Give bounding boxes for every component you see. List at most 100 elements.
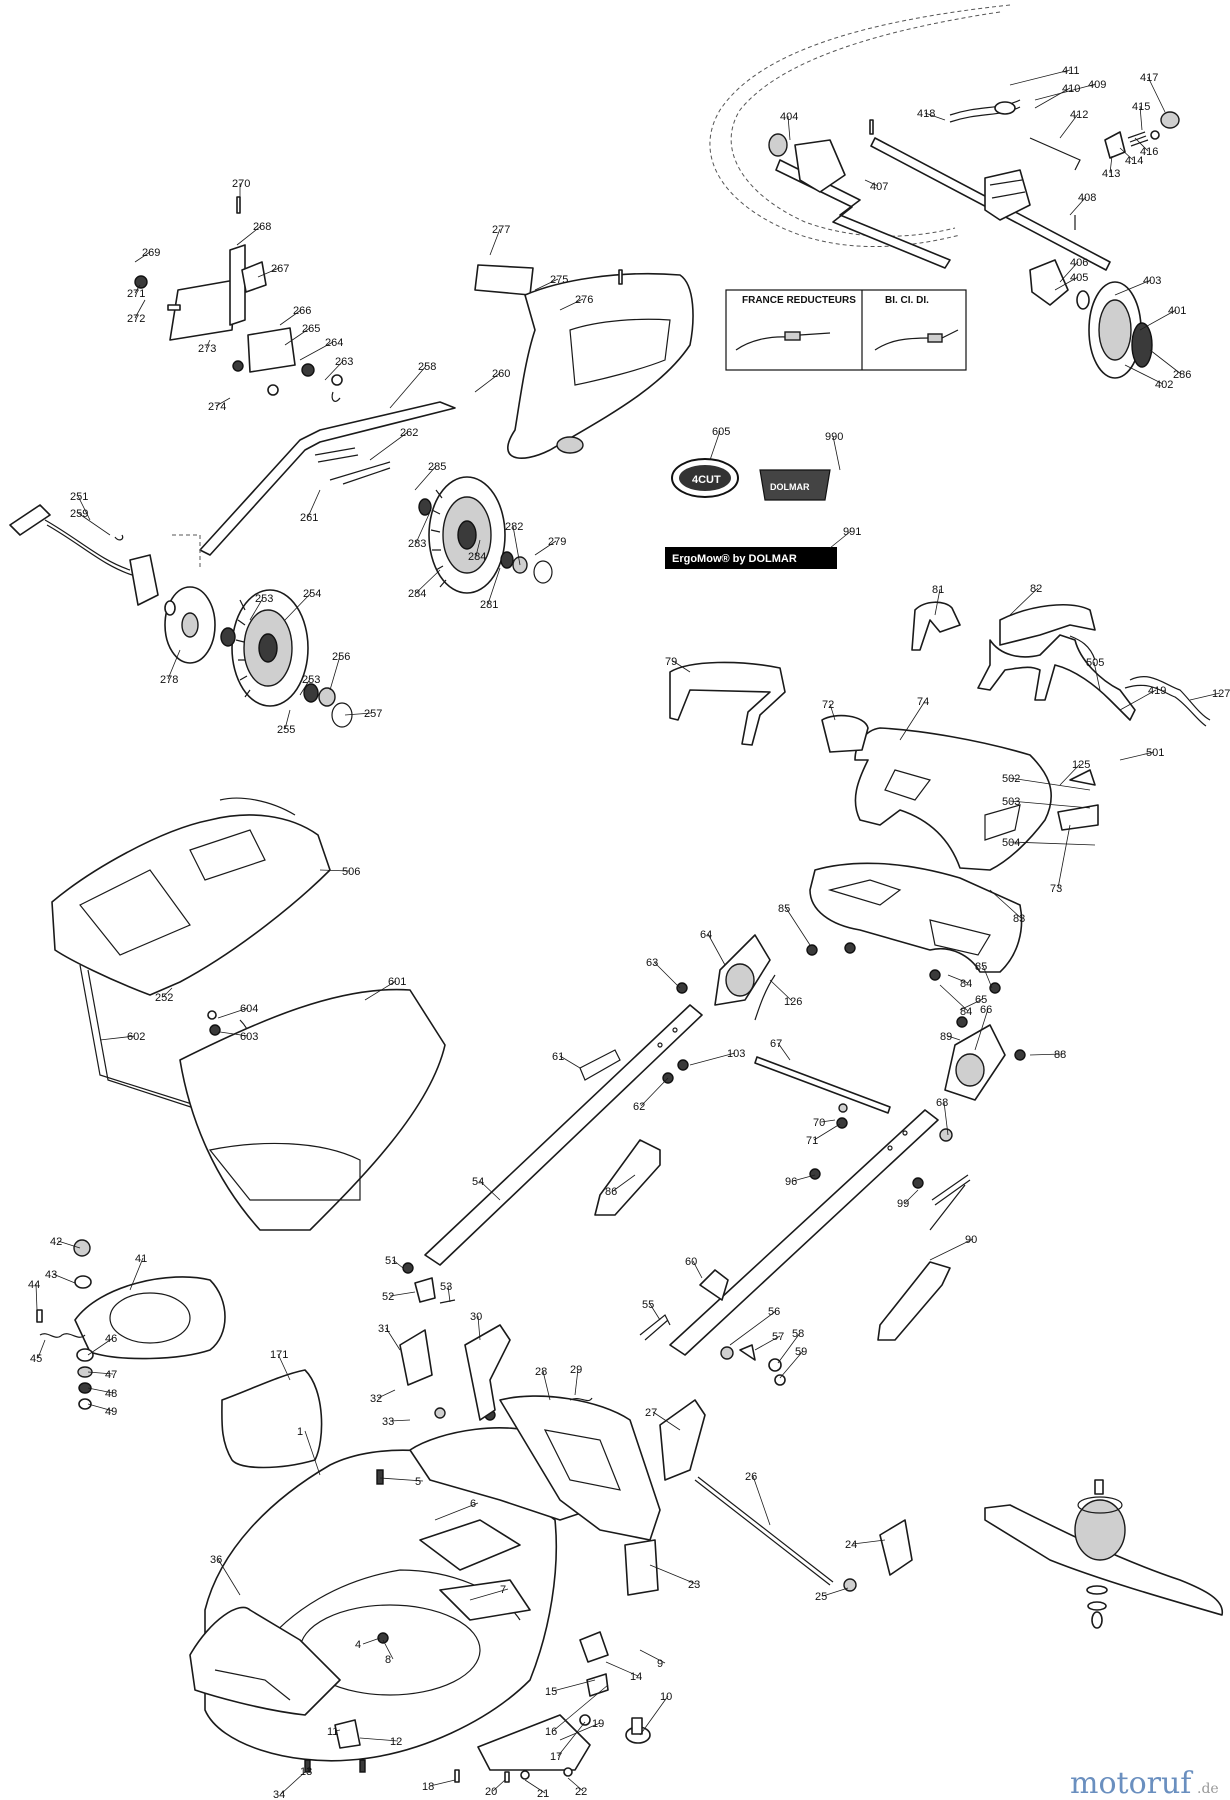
- part-callout: 83: [1013, 913, 1025, 925]
- callout-leader: [377, 1389, 396, 1399]
- part-callout: 415: [1132, 101, 1150, 113]
- callout-leader: [534, 540, 557, 556]
- part-callout: 276: [575, 294, 593, 306]
- callout-leader: [1009, 800, 1091, 809]
- callout-leader: [829, 703, 836, 721]
- part-callout: 275: [550, 274, 568, 286]
- callout-leader: [487, 567, 501, 605]
- part-callout: 268: [253, 221, 271, 233]
- blade-assembly: [984, 1479, 1223, 1629]
- callout-leader: [1119, 751, 1155, 761]
- callout-leader: [477, 1315, 481, 1341]
- part-callout: 88: [1054, 1049, 1066, 1061]
- rear-axle-rod: [694, 1476, 913, 1592]
- part-callout: 273: [198, 343, 216, 355]
- part-callout: 266: [293, 305, 311, 317]
- part-callout: 252: [155, 992, 173, 1004]
- part-callout: 59: [795, 1346, 807, 1358]
- part-callout: 5: [415, 1476, 421, 1488]
- part-callout: 85: [975, 961, 987, 973]
- callout-leader: [217, 1558, 241, 1596]
- part-callout: 73: [1050, 883, 1062, 895]
- part-callout: 271: [127, 288, 145, 300]
- part-callout: 43: [45, 1269, 57, 1281]
- callout-leader: [707, 933, 726, 966]
- callout-leader: [52, 1273, 76, 1284]
- part-callout: 501: [1146, 747, 1164, 759]
- part-callout: 286: [1173, 369, 1191, 381]
- part-callout: 25: [815, 1591, 827, 1603]
- callout-leader: [215, 397, 231, 407]
- callout-leader: [392, 1259, 404, 1269]
- callout-leader: [385, 1327, 401, 1351]
- part-callout: 89: [940, 1031, 952, 1043]
- callout-leader: [319, 869, 351, 872]
- grass-collector: [51, 797, 446, 1231]
- part-callout: 49: [105, 1406, 117, 1418]
- part-callout: 61: [552, 1051, 564, 1063]
- part-callout: 42: [50, 1236, 62, 1248]
- callout-leader: [1059, 763, 1081, 786]
- part-callout: 31: [378, 1323, 390, 1335]
- callout-leader: [299, 678, 311, 696]
- part-callout: 171: [270, 1349, 288, 1361]
- part-callout: 284: [468, 551, 486, 563]
- callout-leader: [277, 1353, 291, 1381]
- part-callout: 6: [470, 1498, 476, 1510]
- console-frame: [806, 862, 1023, 994]
- part-callout: 8: [385, 1654, 391, 1666]
- callout-leader: [542, 1370, 551, 1401]
- callout-leader: [236, 225, 262, 246]
- side-deflector: [221, 1369, 323, 1469]
- callout-leader: [639, 1649, 666, 1664]
- part-callout: 601: [388, 976, 406, 988]
- callout-leader: [469, 1588, 509, 1601]
- part-callout: 96: [785, 1176, 797, 1188]
- part-callout: 411: [1062, 65, 1080, 77]
- part-callout: 29: [570, 1364, 582, 1376]
- part-callout: 81: [932, 584, 944, 596]
- callout-leader: [344, 712, 373, 716]
- part-callout: 22: [575, 1786, 587, 1798]
- callout-leader: [1057, 824, 1071, 889]
- part-callout: 33: [382, 1416, 394, 1428]
- cable-251: [9, 504, 159, 606]
- part-callout: 281: [480, 599, 498, 611]
- part-callout: 270: [232, 178, 250, 190]
- watermark-suffix: .de: [1197, 1781, 1219, 1797]
- part-callout: 419: [1148, 685, 1166, 697]
- callout-leader: [1139, 105, 1143, 131]
- part-callout: 605: [712, 426, 730, 438]
- part-callout: 402: [1155, 379, 1173, 391]
- part-callout: 85: [778, 903, 790, 915]
- part-callout: 84: [960, 978, 972, 990]
- part-callout: 277: [492, 224, 510, 236]
- four-cut-label: 4CUT: [692, 474, 721, 486]
- part-callout: 62: [633, 1101, 645, 1113]
- callout-leader: [35, 1283, 38, 1311]
- part-callout: 285: [428, 461, 446, 473]
- part-callout: 16: [545, 1726, 557, 1738]
- part-callout: 260: [492, 368, 510, 380]
- part-callout: 82: [1030, 583, 1042, 595]
- part-callout: 41: [135, 1253, 147, 1265]
- part-callout: 255: [277, 724, 295, 736]
- part-callout: 990: [825, 431, 843, 443]
- part-callout: 259: [70, 508, 88, 520]
- callout-leader: [474, 372, 501, 393]
- callout-leader: [257, 267, 280, 278]
- callout-leader: [307, 489, 321, 518]
- callout-leader: [1149, 349, 1182, 375]
- part-callout: 17: [550, 1751, 562, 1763]
- callout-leader: [415, 569, 441, 594]
- part-callout: 602: [127, 1031, 145, 1043]
- callout-leader: [307, 1764, 311, 1772]
- ergomow-plate: [665, 547, 837, 569]
- part-callout: 84: [960, 1006, 972, 1018]
- part-callout: 46: [105, 1333, 117, 1345]
- badges: 4CUT DOLMAR ErgoMow® by DOLMAR: [665, 458, 837, 569]
- callout-leader: [134, 299, 146, 319]
- rear-cover: [474, 264, 694, 459]
- callout-leader: [852, 1539, 886, 1545]
